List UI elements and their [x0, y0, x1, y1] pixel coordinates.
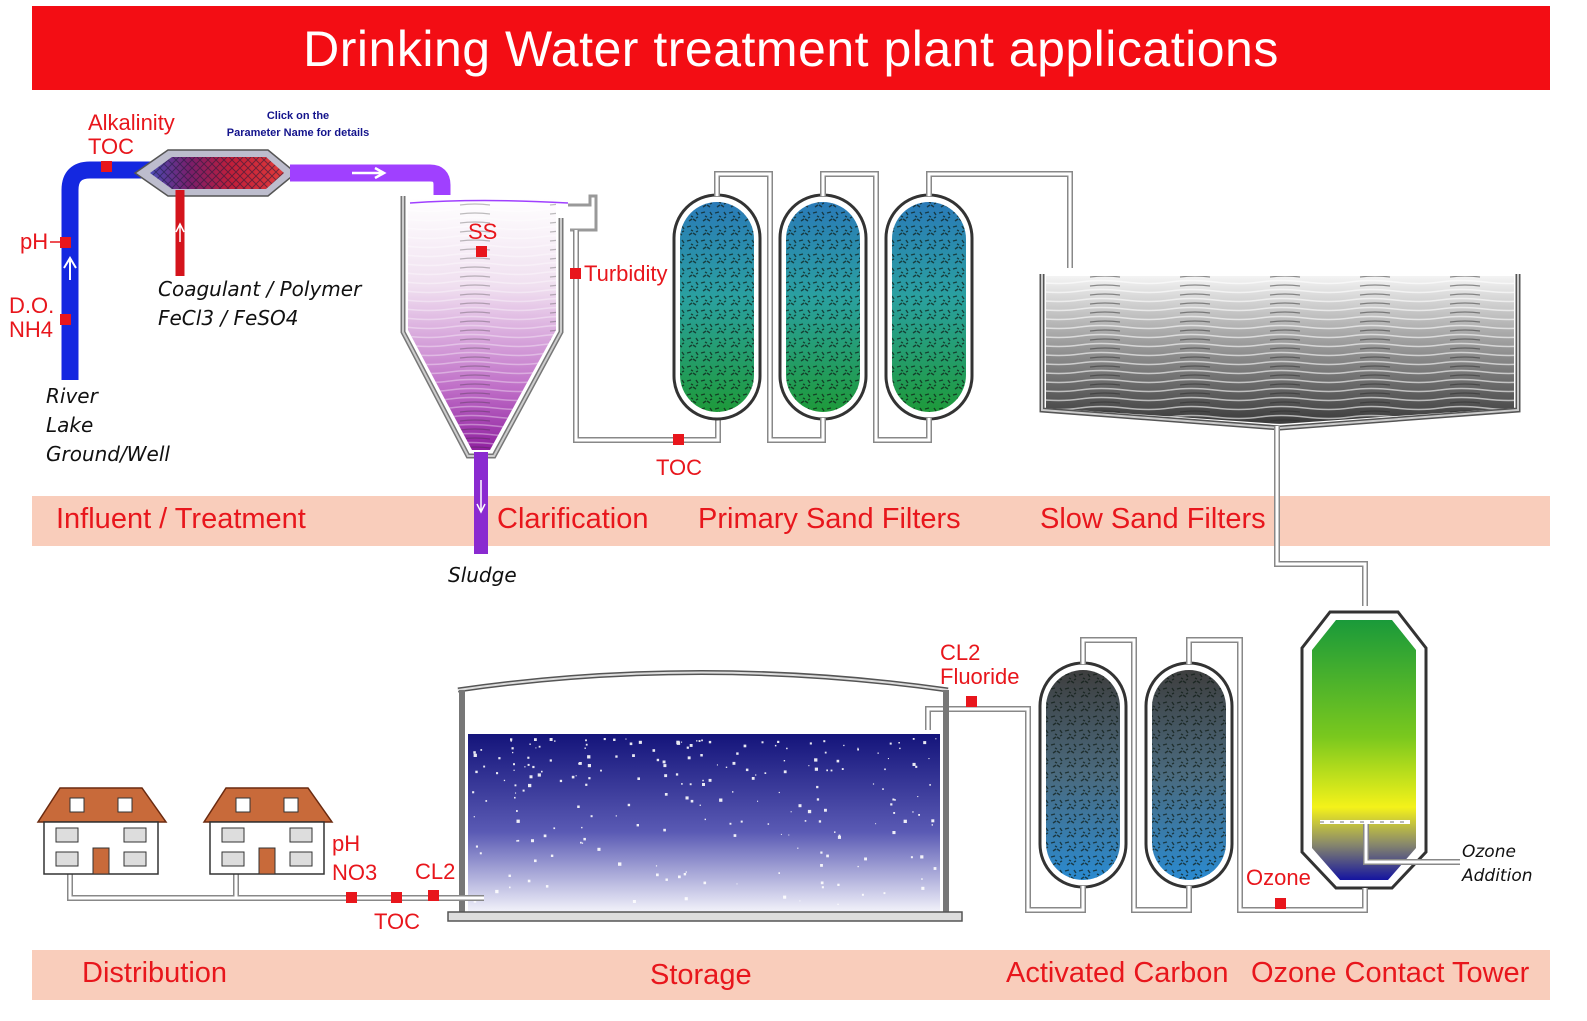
- section-influent: Influent / Treatment: [56, 503, 306, 535]
- storage-reservoir: [447, 670, 963, 922]
- param-nh4[interactable]: NH4: [9, 317, 54, 342]
- marker-ozone: [1275, 898, 1286, 909]
- marker-toc-filters: [673, 434, 684, 445]
- page-title: Drinking Water treatment plant applicati…: [303, 21, 1279, 77]
- primary-filter-3: [884, 193, 974, 421]
- hint-line-2: Parameter Name for details: [226, 127, 370, 139]
- house-1: [36, 787, 168, 875]
- section-ozone-tower: Ozone Contact Tower: [1251, 957, 1530, 989]
- source-lake: Lake: [46, 413, 94, 437]
- section-storage: Storage: [650, 959, 752, 991]
- coagulant-label: Coagulant / Polymer: [158, 277, 362, 301]
- hint-line-1: Click on the: [266, 110, 330, 122]
- ozone-tower: [1300, 610, 1460, 890]
- param-ss[interactable]: SS: [468, 219, 498, 244]
- coagulant-chem-label: FeCl3 / FeSO4: [158, 306, 299, 330]
- influent-pipe: [61, 161, 150, 380]
- section-primary-sand: Primary Sand Filters: [698, 503, 961, 535]
- marker-cl2-dist: [428, 890, 439, 901]
- section-activated-carbon: Activated Carbon: [1006, 957, 1229, 989]
- clarifier-feed-pipe: [290, 164, 451, 195]
- section-band-bottom: [32, 950, 1550, 1000]
- carbon-filter-2: [1144, 661, 1234, 889]
- marker-cl2-carbon: [966, 696, 977, 707]
- marker-ph-dist: [346, 892, 357, 903]
- section-band-top: [32, 496, 1550, 546]
- param-cl2-dist[interactable]: CL2: [415, 859, 456, 884]
- param-turbidity[interactable]: Turbidity: [584, 261, 668, 286]
- param-cl2-carbon[interactable]: CL2: [940, 640, 981, 665]
- slow-sand-filter: [1039, 274, 1521, 431]
- marker-turbidity: [570, 268, 581, 279]
- section-slow-sand: Slow Sand Filters: [1040, 503, 1266, 535]
- hint-text: Click on the Parameter Name for details: [218, 108, 378, 142]
- primary-filter-1: [672, 193, 762, 421]
- sludge-pipe: [474, 452, 488, 554]
- marker-do: [60, 314, 71, 325]
- param-ozone[interactable]: Ozone: [1246, 865, 1311, 890]
- source-river: River: [46, 384, 98, 408]
- param-toc-dist[interactable]: TOC: [374, 909, 421, 934]
- clarifier-tank: [400, 196, 569, 459]
- ozone-addition-2: Addition: [1462, 866, 1533, 886]
- house-2: [202, 787, 334, 875]
- param-no3[interactable]: NO3: [332, 860, 378, 885]
- param-alkalinity[interactable]: Alkalinity: [88, 110, 175, 135]
- section-distribution: Distribution: [82, 957, 228, 989]
- marker-ss: [476, 246, 487, 257]
- section-clarification: Clarification: [497, 503, 649, 535]
- filter-piping: [714, 171, 1073, 443]
- carbon-filter-1: [1038, 661, 1128, 889]
- param-do[interactable]: D.O.: [9, 293, 55, 318]
- param-ph-dist[interactable]: pH: [332, 831, 361, 856]
- ozone-addition-1: Ozone: [1462, 842, 1516, 862]
- marker-ph-influent: [60, 237, 71, 248]
- carbon-piping: [925, 637, 1368, 913]
- slow-to-ozone-pipe: [1274, 426, 1368, 606]
- coagulant-pipe: [175, 190, 185, 276]
- weir-outlet: [568, 194, 598, 232]
- static-mixer: [133, 149, 298, 197]
- sludge-label: Sludge: [448, 563, 517, 587]
- marker-toc-influent: [101, 161, 112, 172]
- marker-toc-dist: [391, 892, 402, 903]
- param-ph-influent[interactable]: pH: [20, 229, 49, 254]
- title-bar: Drinking Water treatment plant applicati…: [32, 6, 1550, 90]
- source-ground: Ground/Well: [46, 442, 170, 466]
- param-toc-influent[interactable]: TOC: [88, 134, 135, 159]
- primary-filter-2: [778, 193, 868, 421]
- param-fluoride[interactable]: Fluoride: [940, 664, 1020, 689]
- param-toc-filters[interactable]: TOC: [656, 455, 703, 480]
- measurement-markers: [60, 161, 1286, 909]
